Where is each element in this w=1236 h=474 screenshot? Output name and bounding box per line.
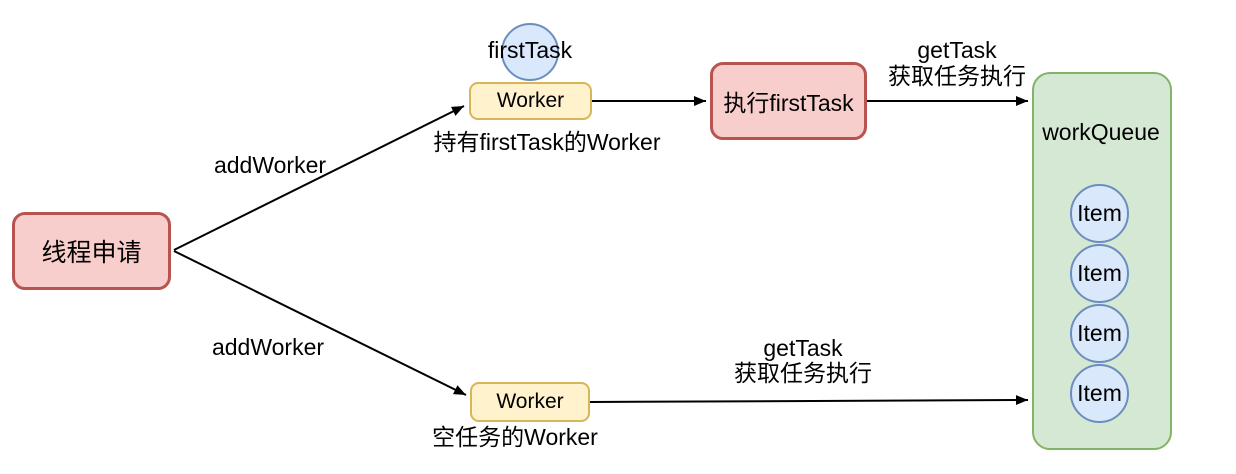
- node-exec-first-task-label: 执行firstTask: [723, 90, 854, 116]
- node-worker-with-task-label: Worker: [496, 89, 565, 112]
- caption-worker-with-task: 持有firstTask的Worker: [433, 129, 661, 155]
- first-task-label: firstTask: [487, 37, 573, 63]
- edge-add-worker-top-label: addWorker: [213, 152, 327, 178]
- queue-item-3: Item: [1070, 304, 1129, 363]
- edge-add-worker-bottom-line: [173, 250, 467, 396]
- queue-item-4: Item: [1070, 364, 1129, 423]
- edge-get-task-bottom-line1: getTask: [763, 335, 843, 361]
- edge-get-task-bottom-label: getTask 获取任务执行: [734, 336, 872, 386]
- edge-worker-to-queue-line: [589, 395, 1029, 406]
- edge-get-task-top-label: getTask 获取任务执行: [888, 37, 1026, 89]
- work-queue-title: workQueue: [1042, 119, 1160, 145]
- edge-get-task-bottom-line2: 获取任务执行: [734, 360, 872, 386]
- edge-get-task-top-line1: getTask: [917, 37, 997, 63]
- queue-item-1: Item: [1070, 184, 1129, 243]
- node-thread-request: 线程申请: [12, 212, 171, 290]
- node-worker-empty: Worker: [470, 382, 590, 422]
- queue-item-2: Item: [1070, 244, 1129, 303]
- edge-add-worker-top-line: [173, 105, 465, 251]
- edge-add-worker-bottom-label: addWorker: [211, 334, 325, 360]
- node-worker-empty-label: Worker: [496, 390, 564, 413]
- node-exec-first-task: 执行firstTask: [710, 62, 867, 140]
- caption-worker-empty: 空任务的Worker: [432, 424, 598, 450]
- first-task-circle: [501, 23, 559, 81]
- node-worker-with-task: Worker: [469, 82, 592, 120]
- edge-get-task-top-line2: 获取任务执行: [888, 63, 1026, 89]
- node-thread-request-label: 线程申请: [41, 239, 142, 267]
